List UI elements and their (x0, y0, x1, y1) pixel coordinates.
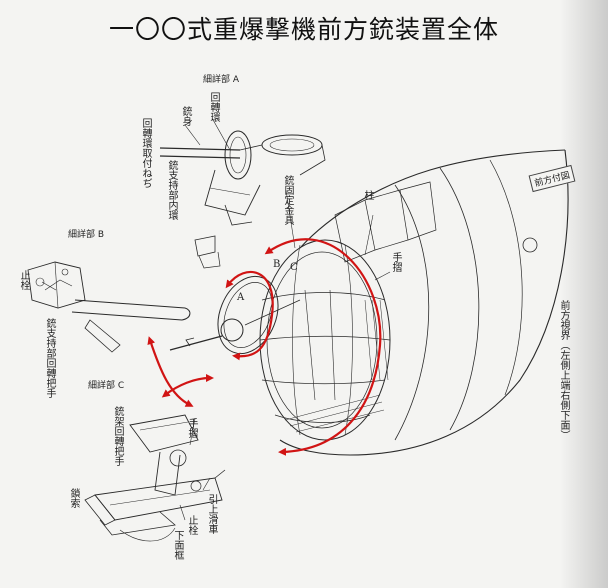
diagram-title: 一〇〇式重爆撃機前方銃装置全体 (108, 15, 499, 44)
detail-b-label: 細詳部 B (68, 230, 105, 240)
detail-a-label: 細詳部 A (203, 75, 240, 85)
label-tesuri: 手摺 (186, 418, 197, 438)
label-shita-mado: 下面框 (172, 530, 183, 560)
arrow-large-ring (264, 238, 382, 456)
label-kaiten-kan: 回轉環 (208, 92, 219, 122)
label-shisen: 止栓 (186, 515, 197, 535)
label-juuka-kaiten-totte: 銃架回轉把手 (112, 406, 123, 466)
page-shadow (560, 0, 608, 588)
label-jutsu: 手摺 (390, 252, 401, 272)
arrow-traverse (161, 374, 214, 398)
label-juushiji-naikan: 銃支持部内環 (166, 160, 177, 220)
detail-b-drawing (27, 261, 191, 353)
leader-lines (41, 117, 391, 521)
detail-a-drawing (159, 130, 326, 269)
label-juushin: 銃身 (180, 106, 191, 126)
letter-a: A (237, 292, 245, 303)
label-juushiji-kaiten-totte: 銃支持部回轉把手 (44, 318, 55, 398)
nose-fuselage (279, 149, 569, 456)
detail-c-label: 細詳部 C (88, 381, 125, 391)
label-kaiten-toritsuke-neji: 回轉環取付ねぢ (140, 118, 151, 188)
label-hashira: 柱 (362, 190, 373, 200)
glazed-nose-frame (259, 239, 391, 441)
label-kokuji: 止栓 (18, 270, 29, 290)
label-hikiage-kassha: 引上滑車 (206, 494, 217, 534)
label-juu-kotei-kanagu: 銃固定金具 (282, 175, 293, 225)
letter-c: C (290, 262, 298, 273)
rotation-arrows (147, 238, 382, 456)
label-zenpou-shiya: 前方視界（左側上端右側下面） (558, 300, 569, 440)
detail-c-drawing (84, 414, 226, 542)
label-kusari: 鎖索 (68, 488, 79, 508)
arrow-ring-a (225, 270, 274, 361)
letter-b: B (273, 259, 281, 270)
